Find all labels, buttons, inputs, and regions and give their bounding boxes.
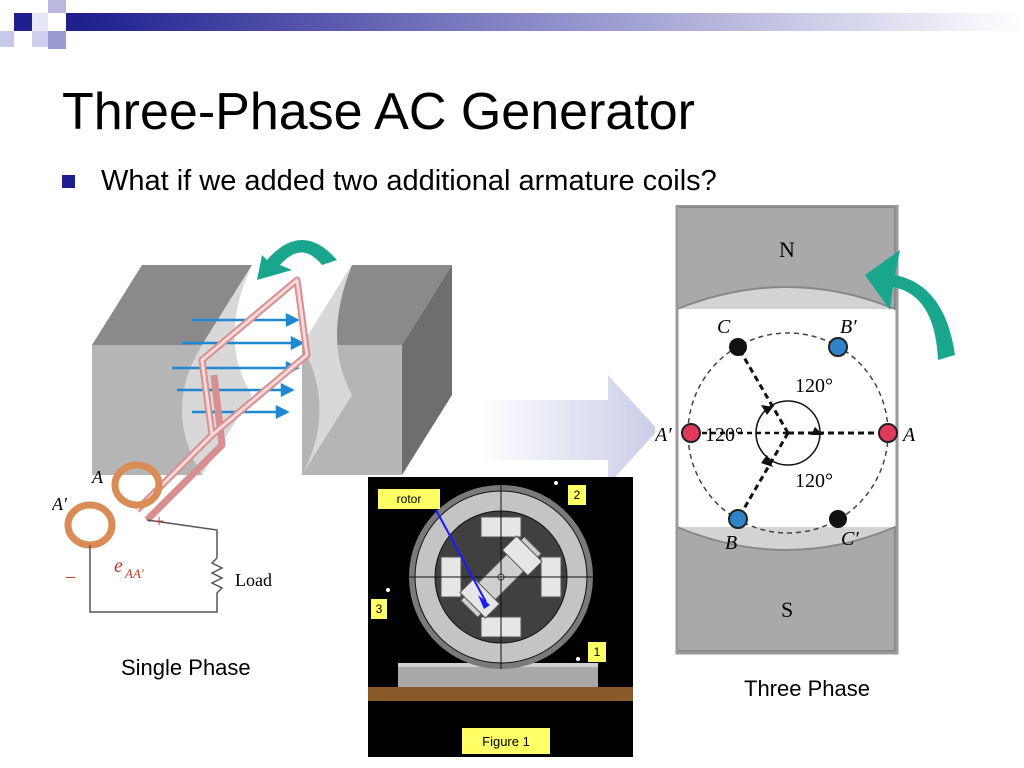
label-a: A	[91, 467, 104, 487]
label-b: B	[725, 532, 737, 554]
rotor-label: rotor	[378, 489, 440, 509]
label-emf: e	[114, 555, 123, 577]
rotor-animation-figure: rotor 2 3 1 Figure 1	[368, 477, 633, 757]
figure-1-caption: Figure 1	[462, 728, 550, 754]
label-a-prime: A′	[655, 424, 672, 446]
single-phase-generator-diagram: A A′ + − e AA′ Load	[52, 240, 452, 613]
bullet-item: What if we added two additional armature…	[62, 163, 717, 199]
transition-arrow-icon	[478, 375, 658, 485]
header-decoration	[0, 0, 1024, 49]
number-label-3: 3	[371, 599, 387, 619]
three-phase-caption: Three Phase	[744, 676, 870, 701]
label-c-prime: C′	[841, 528, 859, 550]
label-a: A	[901, 424, 916, 446]
rotor-diagram	[368, 481, 633, 701]
three-phase-generator-diagram: N S A A′ B′ B C C′ 120° 120° 120°	[655, 205, 1005, 655]
bullet-text: What if we added two additional armature…	[101, 164, 717, 197]
label-n: N	[779, 237, 795, 262]
angle-label-left: 120°	[705, 424, 743, 446]
label-a-prime: A′	[52, 494, 68, 514]
label-plus: +	[154, 511, 164, 531]
label-emf-sub: AA′	[124, 566, 144, 581]
number-label-1: 1	[588, 642, 606, 662]
label-s: S	[781, 597, 793, 622]
label-c: C	[717, 316, 731, 338]
label-minus: −	[65, 567, 76, 589]
number-label-2: 2	[568, 485, 586, 505]
label-load: Load	[235, 570, 272, 590]
label-b-prime: B′	[840, 316, 857, 338]
single-phase-caption: Single Phase	[121, 655, 251, 680]
square-bullet-icon	[62, 174, 75, 188]
angle-label-bottom: 120°	[795, 470, 833, 492]
slide-title: Three-Phase AC Generator	[62, 83, 695, 141]
angle-label-top: 120°	[795, 375, 833, 397]
